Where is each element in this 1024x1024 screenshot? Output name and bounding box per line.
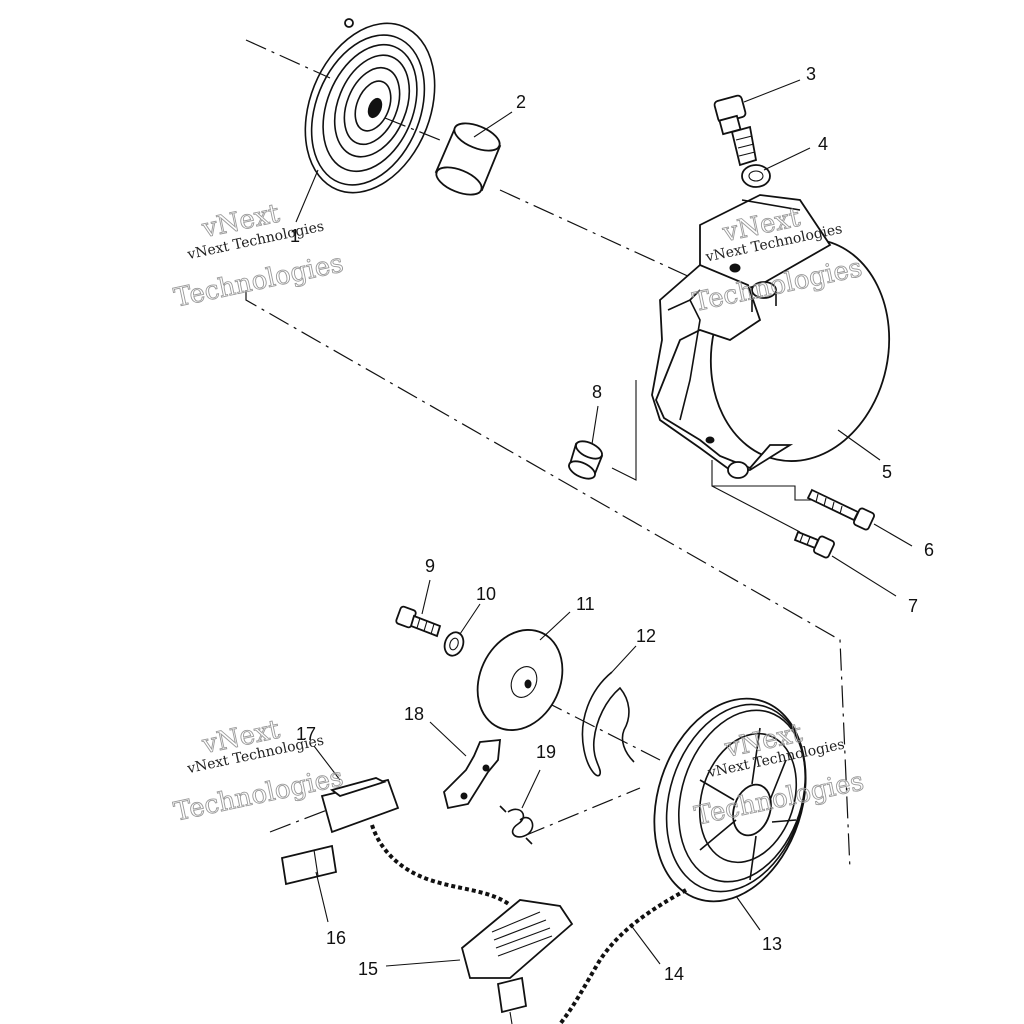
part-label-13: 13: [762, 934, 782, 954]
tape-16: [280, 844, 338, 886]
part-label-15: 15: [358, 959, 378, 979]
part-label-12: 12: [636, 626, 656, 646]
sleeve-8: [568, 440, 604, 480]
starter-handle: [460, 899, 574, 1024]
watermark-bottom-left: vNext vNext Technologies Technologies: [171, 714, 346, 828]
part-label-18: 18: [404, 704, 424, 724]
part-label-14: 14: [664, 964, 684, 984]
washer-10: [443, 631, 465, 657]
starter-rope: [370, 824, 687, 1024]
friction-plate: [476, 629, 564, 731]
bolt-3: [713, 94, 758, 167]
part-label-17: 17: [296, 724, 316, 744]
part-label-5: 5: [882, 462, 892, 482]
part-label-6: 6: [924, 540, 934, 560]
part-label-3: 3: [806, 64, 816, 84]
part-label-11: 11: [576, 594, 595, 614]
part-label-9: 9: [425, 556, 435, 576]
pawl-spring: [499, 805, 534, 845]
part-label-1: 1: [290, 226, 300, 246]
recoil-housing: [651, 194, 891, 479]
recoil-pulley: [653, 697, 807, 903]
part-labels: 1 2 3 4 5 6 7 8 9 10 11 12 13 14 15 16 1…: [290, 64, 934, 984]
bolt-7: [793, 530, 835, 559]
part-label-7: 7: [908, 596, 918, 616]
recoil-spring: [304, 18, 436, 194]
part-label-16: 16: [326, 928, 346, 948]
part-label-8: 8: [592, 382, 602, 402]
bolt-9: [395, 605, 442, 638]
assembly-lines: [245, 39, 851, 871]
rope-handle-grip: [320, 777, 400, 834]
spring-clip: [581, 671, 635, 777]
part-label-19: 19: [536, 742, 556, 762]
washer-4: [741, 164, 771, 188]
watermark-bottom-right: vNext vNext Technologies Technologies: [691, 718, 866, 832]
bushing: [434, 122, 502, 196]
pawl: [443, 738, 502, 810]
part-label-4: 4: [818, 134, 828, 154]
part-label-10: 10: [476, 584, 496, 604]
part-label-2: 2: [516, 92, 526, 112]
leader-lines: [295, 79, 913, 967]
bolt-6: [806, 488, 875, 531]
watermark-top-left: vNext vNext Technologies Technologies: [171, 198, 346, 314]
